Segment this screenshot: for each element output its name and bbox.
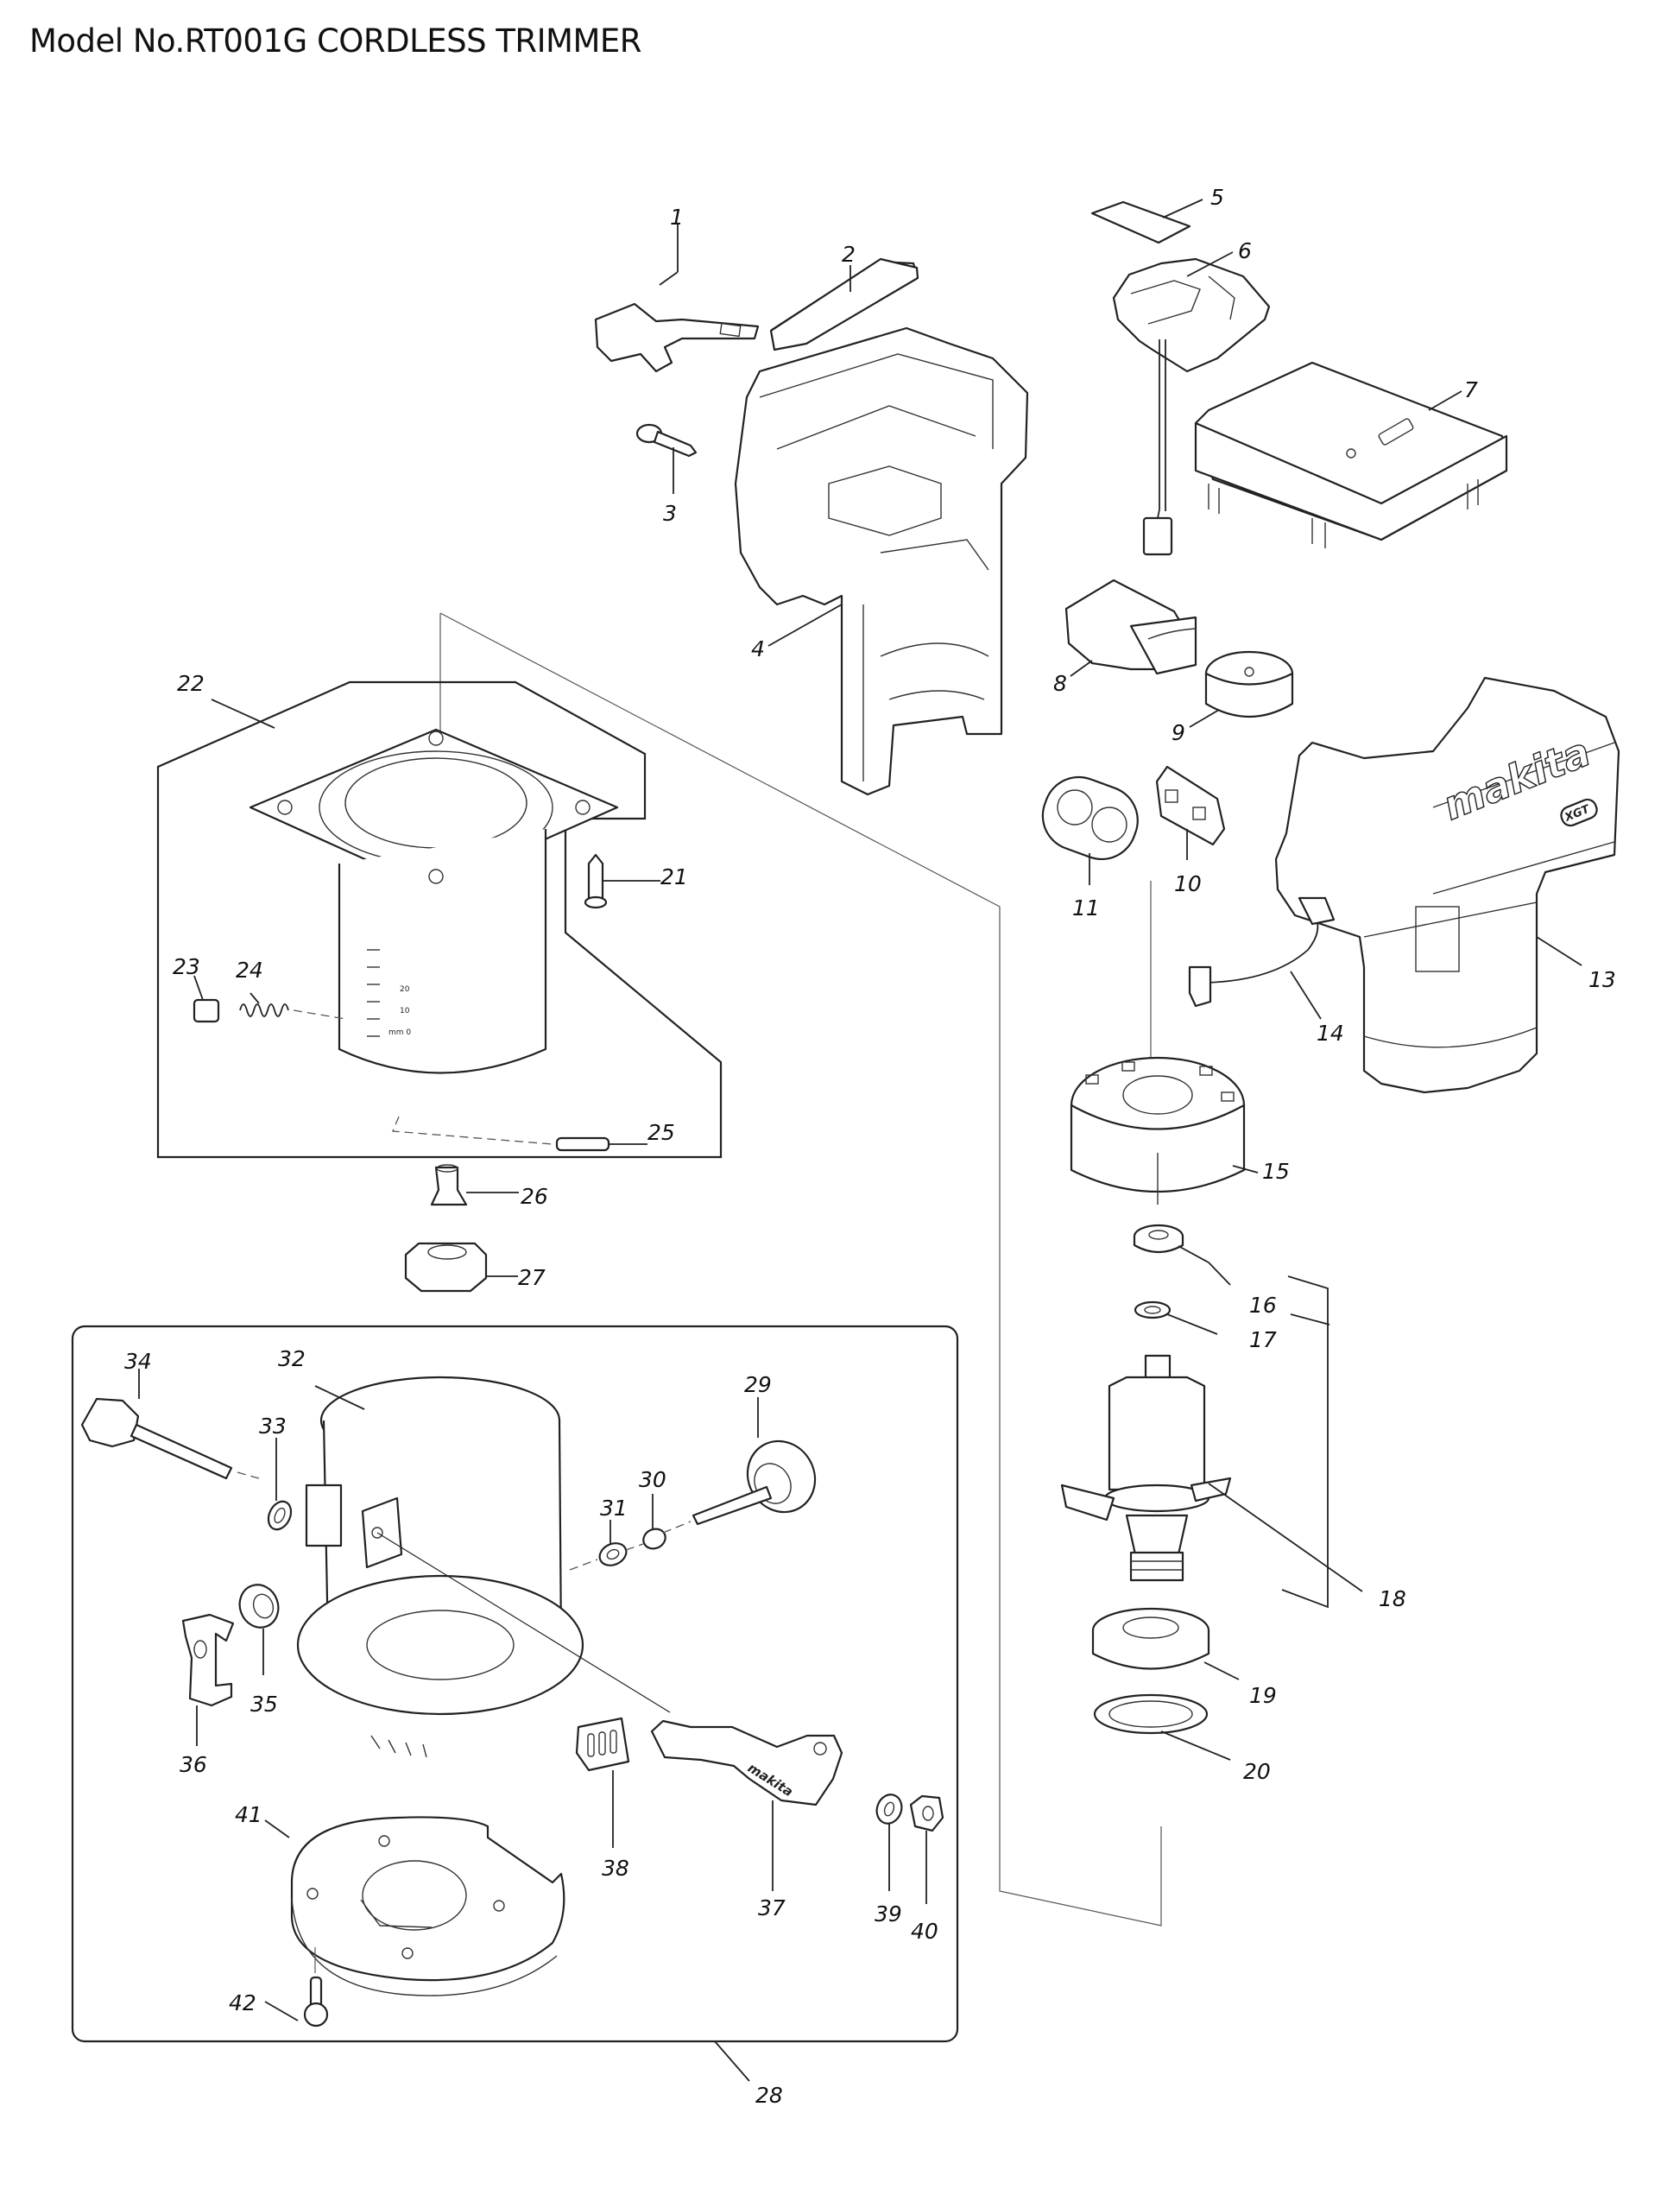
callout-5: 5 xyxy=(1210,185,1224,210)
part-36-clip[interactable]: 36 xyxy=(180,1613,235,1777)
part-5-label-plate[interactable]: 5 xyxy=(1090,185,1224,244)
callout-13: 13 xyxy=(1588,967,1616,992)
part-14-lead-wire[interactable]: 14 xyxy=(1188,896,1344,1046)
part-10-button-cap[interactable]: 10 xyxy=(1155,765,1226,896)
scale-label-10: 10 xyxy=(400,1007,410,1015)
callout-25: 25 xyxy=(647,1120,675,1145)
part-15-stator[interactable]: 15 xyxy=(1070,1056,1290,1205)
callout-32: 32 xyxy=(278,1346,306,1371)
callout-22: 22 xyxy=(177,671,205,696)
callout-34: 34 xyxy=(124,1349,152,1374)
callout-23: 23 xyxy=(173,954,200,979)
part-34-adjusting-screw[interactable]: 34 xyxy=(80,1349,260,1480)
callout-40: 40 xyxy=(911,1919,938,1944)
callout-39: 39 xyxy=(875,1901,902,1926)
part-16-ball-bearing[interactable]: 16 xyxy=(1133,1224,1277,1318)
part-2-label-strip[interactable]: 2 xyxy=(769,242,919,351)
part-20-ring[interactable]: 20 xyxy=(1093,1693,1271,1784)
part-31-flat-washer[interactable]: 31 xyxy=(569,1496,630,1571)
callout-37: 37 xyxy=(758,1895,786,1920)
callout-10: 10 xyxy=(1174,871,1202,896)
part-42-flat-head-screw[interactable]: 42 xyxy=(229,1976,329,2028)
group-22-frame: 22 xyxy=(156,671,723,1159)
callout-29: 29 xyxy=(744,1372,772,1397)
part-29-thumb-screw[interactable]: 29 xyxy=(662,1372,828,1534)
callout-17: 17 xyxy=(1249,1327,1277,1352)
scale-label-20: 20 xyxy=(400,985,410,994)
part-22-base[interactable]: 20 10 mm 0 xyxy=(249,728,619,1074)
part-39-flat-washer[interactable]: 39 xyxy=(873,1791,906,1926)
callout-18: 18 xyxy=(1379,1586,1406,1611)
scale-label-0: mm 0 xyxy=(388,1028,411,1037)
part-21-tapping-screw[interactable]: 21 xyxy=(584,853,688,909)
callout-36: 36 xyxy=(180,1752,207,1777)
part-17-washer[interactable]: 17 xyxy=(1134,1300,1277,1352)
part-25-pin[interactable]: 25 xyxy=(392,1116,675,1152)
callout-41: 41 xyxy=(235,1802,262,1827)
callout-26: 26 xyxy=(521,1184,548,1209)
callout-14: 14 xyxy=(1317,1021,1344,1046)
part-23-nut[interactable]: 23 xyxy=(173,954,220,1023)
part-7-controller[interactable]: 7 xyxy=(1194,361,1508,548)
part-4-rear-housing[interactable]: 4 xyxy=(734,326,1029,796)
part-32-trimmer-base[interactable]: 32 xyxy=(278,1346,671,1758)
part-18-rotor[interactable]: 18 xyxy=(1060,1354,1406,1611)
callout-28: 28 xyxy=(755,2083,783,2108)
armature-set-bracket xyxy=(1281,1275,1330,1609)
callout-1: 1 xyxy=(670,205,684,230)
part-35-knurled-nut[interactable]: 35 xyxy=(234,1579,284,1717)
callout-21: 21 xyxy=(660,864,688,889)
callout-38: 38 xyxy=(602,1856,629,1881)
callout-4: 4 xyxy=(751,636,765,661)
part-3-tapping-screw[interactable]: 3 xyxy=(635,423,698,526)
callout-9: 9 xyxy=(1172,720,1185,745)
part-30-spring-washer[interactable]: 30 xyxy=(625,1467,668,1552)
callout-20: 20 xyxy=(1243,1759,1271,1784)
callout-8: 8 xyxy=(1053,671,1067,696)
part-11-rubber-cover[interactable]: 11 xyxy=(1033,768,1147,921)
part-40-lock-nut[interactable]: 40 xyxy=(909,1794,944,1944)
part-26-collet-cone[interactable]: 26 xyxy=(430,1164,548,1209)
callout-31: 31 xyxy=(600,1496,628,1521)
callout-35: 35 xyxy=(250,1692,278,1717)
callout-24: 24 xyxy=(236,958,263,983)
callout-11: 11 xyxy=(1072,895,1100,921)
callout-15: 15 xyxy=(1262,1159,1290,1184)
part-33-washer[interactable]: 33 xyxy=(259,1414,295,1533)
part-38-lever-pad[interactable]: 38 xyxy=(575,1717,630,1881)
page-title: Model No.RT001G CORDLESS TRIMMER xyxy=(29,22,642,60)
callout-7: 7 xyxy=(1464,377,1478,402)
callout-16: 16 xyxy=(1249,1293,1277,1318)
part-27-collet-nut[interactable]: 27 xyxy=(404,1242,546,1293)
group-28-frame: 28 xyxy=(71,1325,959,2108)
part-19-ball-bearing-large[interactable]: 19 xyxy=(1091,1607,1277,1708)
callout-27: 27 xyxy=(518,1265,546,1290)
part-41-base-plate[interactable]: 41 xyxy=(235,1802,565,1996)
callout-33: 33 xyxy=(259,1414,287,1439)
part-37-lock-lever[interactable]: makita 37 xyxy=(650,1719,843,1920)
part-24-spring[interactable]: 24 xyxy=(236,958,346,1020)
callout-19: 19 xyxy=(1249,1683,1277,1708)
part-9-speed-dial[interactable]: 9 xyxy=(1172,650,1294,745)
callout-2: 2 xyxy=(842,242,856,267)
part-8-switch-unit[interactable]: 8 xyxy=(1053,579,1197,696)
callout-42: 42 xyxy=(229,1990,256,2015)
part-6-terminal-holder[interactable]: 6 xyxy=(1112,238,1271,556)
callout-3: 3 xyxy=(663,501,677,526)
callout-30: 30 xyxy=(639,1467,666,1492)
callout-6: 6 xyxy=(1238,238,1252,263)
part-1-switch-lever[interactable]: 1 xyxy=(594,205,760,373)
part-13-motor-housing[interactable]: makita XGT 13 xyxy=(1274,676,1620,1094)
